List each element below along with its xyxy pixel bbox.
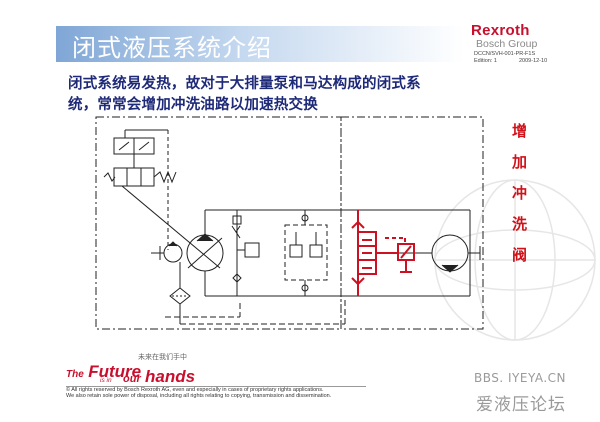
side-label-char-3: 冲 [512, 184, 528, 202]
body-text-line-2: 统，常常会增加冲洗油路以加速热交换 [68, 97, 318, 113]
slogan-future: Future [88, 362, 142, 381]
document-code: DCCN/SVH-001-PR-F1S [474, 51, 536, 57]
side-label-char-1: 增 [512, 122, 528, 140]
relief-valve-group [284, 224, 328, 281]
side-label-char-5: 阀 [512, 246, 528, 264]
motor-unit-frame [340, 116, 484, 330]
pump-unit-frame [95, 116, 342, 330]
relief-valve-left [244, 242, 260, 258]
slogan-is-in: is in [100, 377, 112, 384]
slogan-the: The [66, 369, 84, 380]
filter-icon [169, 287, 191, 305]
slogan-our: our [123, 373, 141, 385]
control-spring [153, 170, 177, 184]
title-bar [56, 26, 464, 62]
page-title: 闭式液压系统介绍 [72, 34, 272, 62]
charge-pump-icon [163, 243, 183, 263]
watermark-site-name: 爱液压论坛 [476, 395, 566, 415]
control-valve-lower [113, 167, 155, 187]
body-text-line-1: 闭式系统易发热，故对于大排量泵和马达构成的闭式系 [68, 76, 421, 92]
document-date: 2009-12-10 [519, 58, 548, 64]
bosch-group-label: Bosch Group [476, 38, 538, 50]
slogan-main: The Future [66, 362, 141, 382]
slogan-cn: 未来在我们手中 [138, 353, 187, 361]
globe-watermark-icon [434, 179, 596, 341]
legal-text-2: We also retain sole power of disposal, i… [66, 393, 332, 399]
slogan-hands: hands [145, 367, 196, 386]
side-label-char-4: 洗 [512, 215, 528, 233]
flushing-valve-group [351, 210, 415, 296]
footer-divider [66, 386, 366, 387]
document-edition: Edition: 1 [474, 58, 497, 64]
watermark-url: BBS. IYEYA.CN [474, 371, 567, 385]
side-label-char-2: 加 [512, 153, 528, 171]
legal-text-1: © All rights reserved by Bosch Rexroth A… [66, 387, 324, 393]
rexroth-logo: Rexroth [471, 22, 530, 39]
